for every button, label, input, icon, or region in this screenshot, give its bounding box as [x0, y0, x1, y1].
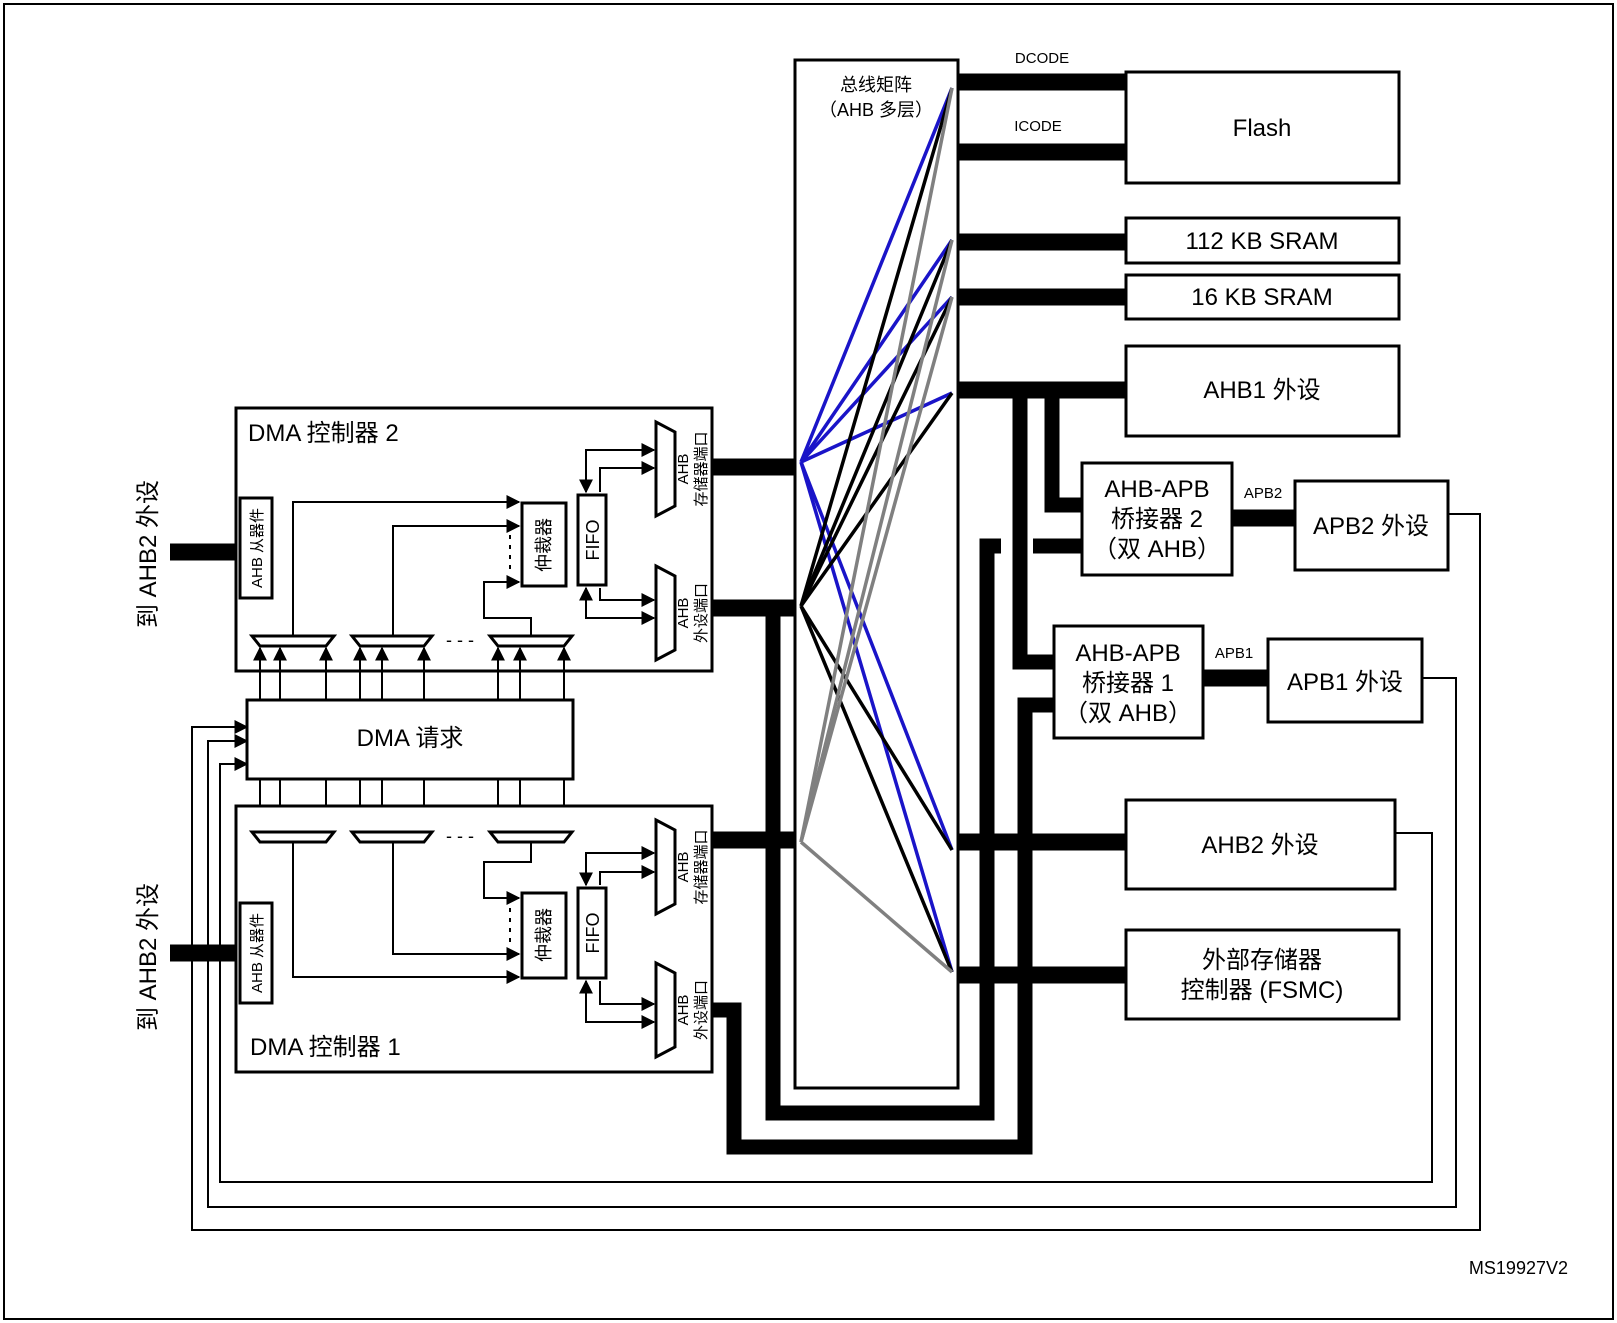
dma1-fifo-label: FIFO: [583, 913, 603, 954]
bridge1-box: [1052, 624, 1205, 740]
dma2-mux-arbiter-links: [292, 495, 532, 636]
dma1-arbiter-box: [520, 891, 568, 980]
dma1-mem-port-label-1: AHB: [675, 852, 692, 883]
apb2-periph-label: APB2 外设: [1313, 513, 1429, 540]
sram16-box: [1124, 273, 1401, 321]
xbar-black-3: [799, 296, 954, 607]
fsmc-box: [1124, 928, 1401, 1021]
dcode-label: DCODE: [1015, 50, 1069, 67]
svg-text:- - -: - - -: [446, 826, 474, 846]
dma2-slave-box: [238, 496, 274, 600]
bridge1-label-1: AHB-APB: [1075, 640, 1180, 667]
dma2-periph-port-label-2: 外设端口: [693, 583, 710, 643]
side-label-top: 到 AHB2 外设: [135, 480, 162, 628]
bridge2-label-3: （双 AHB）: [1093, 536, 1221, 563]
dma1-mux-arbiter-links: [292, 842, 532, 984]
bus-matrix-label-2: （AHB 多层）: [819, 100, 933, 120]
xbar-blue-3: [799, 295, 954, 464]
dma2-periph-port: [654, 563, 677, 663]
figure-id: MS19927V2: [1469, 1258, 1568, 1278]
xbar-black-5: [799, 605, 954, 851]
dma2-box: [234, 406, 714, 673]
crossbar-lines: [799, 87, 954, 974]
dma1-mem-port-label-2: 存储器端口: [693, 829, 710, 904]
dma2-fifo-port-links: [579, 443, 656, 625]
apb1-request-line: [207, 677, 1457, 1208]
ahb2-request-line: [219, 757, 1433, 1183]
svg-text:- - -: - - -: [446, 630, 474, 650]
thick-buses: [170, 73, 1295, 1155]
dma1-periph-direct-path: [712, 697, 1054, 1155]
ahb1-to-bridge2: [1044, 390, 1082, 513]
apb1-periph-box: [1266, 637, 1424, 724]
bridge2-label-1: AHB-APB: [1104, 476, 1209, 503]
dma2-slave-label: AHB 从器件: [249, 508, 266, 588]
dma2-title: DMA 控制器 2: [248, 420, 399, 447]
dma-request-box: [245, 698, 575, 781]
xbar-black-6: [799, 605, 954, 973]
dma2-fifo-label: FIFO: [583, 520, 603, 561]
bridge2-label-2: 桥接器 2: [1111, 506, 1203, 533]
ahb1-periph-label: AHB1 外设: [1203, 377, 1320, 404]
dma1-fifo-box: [576, 886, 608, 980]
flash-box: [1124, 70, 1401, 185]
dma1-fifo-port-links: [579, 846, 656, 1029]
ahb2-periph-box: [1124, 798, 1397, 891]
xbar-gray-3: [799, 296, 954, 843]
xbar-black-2: [799, 239, 954, 607]
dma1-stream-muxes: - - -: [248, 826, 576, 846]
xbar-gray-4: [799, 840, 954, 974]
dma2-periph-direct-path: [765, 538, 1001, 1121]
dma1-periph-port: [654, 960, 677, 1060]
xbar-blue-5: [799, 461, 954, 851]
bridge2-box: [1080, 461, 1234, 577]
dma2-mem-port: [654, 419, 677, 519]
apb1-periph-label: APB1 外设: [1287, 669, 1403, 696]
sram112-box: [1124, 216, 1401, 265]
dma1-title: DMA 控制器 1: [250, 1034, 401, 1061]
apb2-label: APB2: [1244, 485, 1282, 502]
dma2-request-links: [253, 646, 571, 700]
flash-label: Flash: [1233, 115, 1292, 142]
xbar-black-4: [799, 391, 954, 608]
ahb1-to-bridge1: [1012, 390, 1054, 670]
ahb2-periph-label: AHB2 外设: [1201, 832, 1318, 859]
apb2-periph-box: [1293, 479, 1450, 572]
bridge1-label-2: 桥接器 1: [1082, 670, 1174, 697]
outer-frame: [3, 3, 1614, 1320]
icode-label: ICODE: [1014, 118, 1062, 135]
dma2-fifo-box: [576, 493, 608, 587]
dma2-arbiter-box: [520, 501, 568, 588]
dma-request-label: DMA 请求: [357, 725, 464, 752]
sram112-label: 112 KB SRAM: [1186, 228, 1339, 255]
fsmc-label-2: 控制器 (FSMC): [1181, 977, 1344, 1004]
request-return-lines: [191, 513, 1481, 1231]
sram16-label: 16 KB SRAM: [1191, 284, 1332, 311]
xbar-gray-1: [799, 87, 954, 843]
dma1-box: [234, 804, 714, 1074]
bus-matrix-label-1: 总线矩阵: [840, 75, 912, 95]
dma1-periph-port-label-2: 外设端口: [693, 980, 710, 1040]
dma1-slave-box: [238, 901, 274, 1005]
dma2-stream-muxes: - - -: [248, 630, 576, 650]
dma1-mem-port: [654, 817, 677, 917]
xbar-blue-1: [799, 87, 954, 463]
dma2-mem-port-label-2: 存储器端口: [693, 431, 710, 506]
dma2-mem-port-label-1: AHB: [675, 454, 692, 485]
dma2-arbiter-label: 仲裁器: [534, 518, 554, 572]
apb2-request-line: [191, 513, 1481, 1231]
xbar-gray-2: [799, 239, 954, 843]
apb1-label: APB1: [1215, 645, 1253, 662]
ahb1-periph-box: [1124, 344, 1401, 438]
dma1-slave-label: AHB 从器件: [249, 913, 266, 993]
xbar-black-1: [799, 87, 954, 607]
dma1-periph-port-label-1: AHB: [675, 995, 692, 1026]
fsmc-label-1: 外部存储器: [1202, 947, 1322, 974]
dma2-periph-port-label-1: AHB: [675, 598, 692, 629]
dma1-arbiter-label: 仲裁器: [534, 908, 554, 962]
side-label-bottom: 到 AHB2 外设: [135, 883, 162, 1031]
bridge1-label-3: （双 AHB）: [1064, 700, 1192, 727]
